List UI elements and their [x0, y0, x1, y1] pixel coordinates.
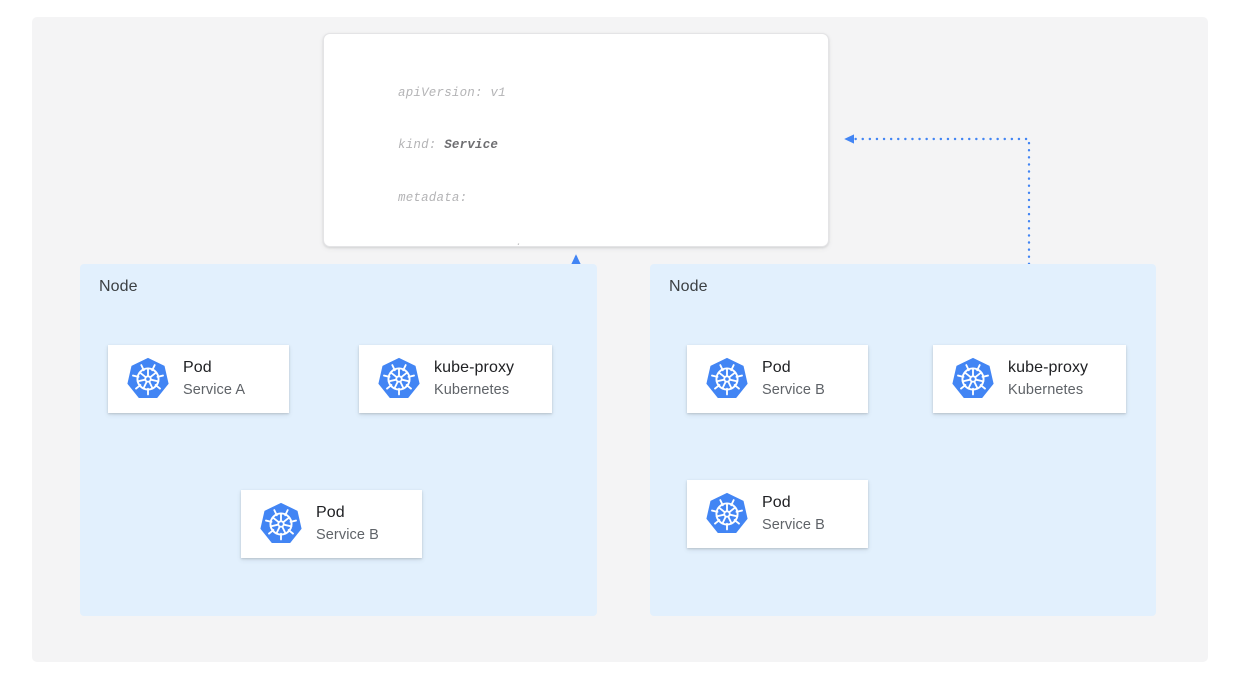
card-pod-service-a-text: Pod Service A — [183, 358, 245, 400]
node-label-right: Node — [669, 278, 708, 295]
card-kube-proxy-left[interactable]: kube-proxy Kubernetes — [359, 345, 552, 413]
card-pod-service-b-left-text: Pod Service B — [316, 503, 379, 545]
card-subtitle: Service B — [762, 517, 825, 533]
card-subtitle: Service B — [316, 527, 379, 543]
card-subtitle: Service A — [183, 382, 246, 398]
card-pod-service-b-right-top[interactable]: Pod Service B — [687, 345, 868, 413]
card-pod-service-a[interactable]: Pod Service A — [108, 345, 289, 413]
kubernetes-icon — [259, 502, 303, 546]
card-title: kube-proxy — [434, 359, 515, 376]
card-title: Pod — [183, 359, 212, 376]
node-label-left: Node — [99, 278, 138, 295]
yaml-line-2: metadata: — [398, 190, 468, 205]
card-title: Pod — [762, 359, 791, 376]
card-title: Pod — [762, 494, 791, 511]
kubernetes-icon — [705, 492, 749, 536]
yaml-line-1: kind: Service — [398, 138, 499, 153]
card-subtitle: Service B — [762, 382, 825, 398]
card-kube-proxy-right[interactable]: kube-proxy Kubernetes — [933, 345, 1126, 413]
service-manifest-code: apiVersion: v1 kind: Service metadata: n… — [398, 50, 714, 246]
kubernetes-icon — [126, 357, 170, 401]
service-manifest-card: apiVersion: v1 kind: Service metadata: n… — [323, 33, 829, 247]
kubernetes-icon — [705, 357, 749, 401]
card-kube-proxy-right-text: kube-proxy Kubernetes — [1008, 358, 1088, 400]
kubernetes-icon — [951, 357, 995, 401]
card-title: Pod — [316, 504, 345, 521]
card-pod-service-b-right-bottom[interactable]: Pod Service B — [687, 480, 868, 548]
node-panel-right: Node — [650, 264, 1156, 616]
node-panel-left: Node — [80, 264, 597, 616]
card-kube-proxy-left-text: kube-proxy Kubernetes — [434, 358, 514, 400]
yaml-line-0: apiVersion: v1 — [398, 85, 506, 100]
card-subtitle: Kubernetes — [434, 382, 510, 398]
card-title: kube-proxy — [1008, 359, 1089, 376]
card-subtitle: Kubernetes — [1008, 382, 1084, 398]
card-pod-service-b-left[interactable]: Pod Service B — [241, 490, 422, 558]
card-pod-service-b-right-bottom-text: Pod Service B — [762, 493, 825, 535]
yaml-line-3: name: my-service — [398, 242, 714, 246]
card-pod-service-b-right-top-text: Pod Service B — [762, 358, 825, 400]
kubernetes-icon — [377, 357, 421, 401]
